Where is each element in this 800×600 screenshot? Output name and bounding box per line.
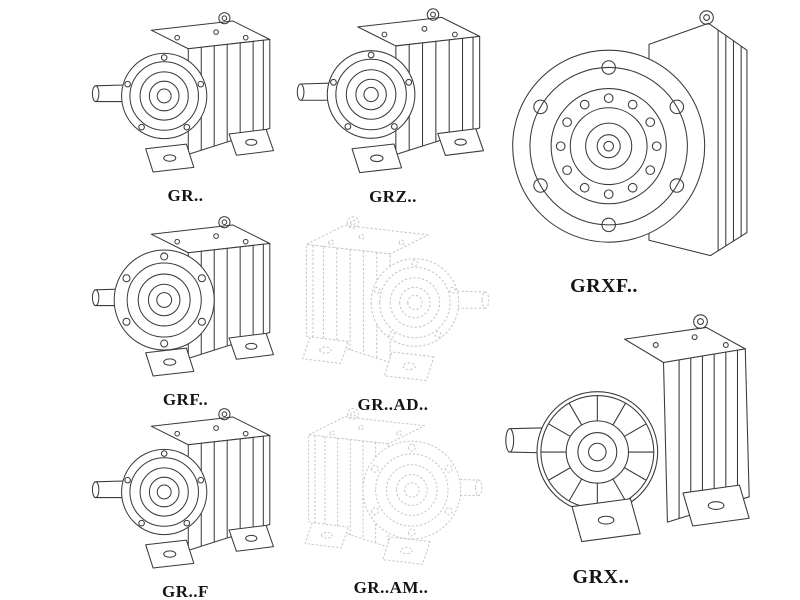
grad-gearbox-drawing — [293, 212, 493, 393]
grf-foot-gearbox-drawing — [88, 404, 283, 580]
grxf-gearbox-drawing — [512, 10, 748, 257]
figure-gr: GR.. — [88, 8, 283, 206]
figure-grz: GRZ.. — [293, 4, 493, 207]
grz-gearbox-drawing — [293, 4, 493, 185]
figure-label-grff: GR..F — [162, 582, 209, 600]
gram-gearbox-drawing — [296, 404, 486, 576]
figure-label-gr: GR.. — [167, 186, 204, 205]
figure-label-gram: GR..AM.. — [353, 578, 429, 597]
figure-label-grz: GRZ.. — [369, 187, 417, 206]
grf-gearbox-drawing — [88, 212, 283, 388]
figure-label-grxf: GRXF.. — [570, 275, 638, 297]
grx-gearbox-drawing — [505, 314, 750, 543]
figure-grf: GRF.. — [88, 212, 283, 410]
figure-label-grf: GRF.. — [162, 390, 209, 409]
figure-gram: GR..AM.. — [296, 404, 486, 598]
gr-gearbox-drawing — [88, 8, 283, 184]
figure-grx: GRX.. — [500, 306, 792, 589]
figure-grff: GR..F — [88, 404, 283, 600]
figure-label-grx: GRX.. — [572, 566, 630, 588]
figure-grad: GR..AD.. — [293, 212, 493, 415]
figure-label-grad: GR..AD.. — [357, 395, 429, 414]
figure-grxf: GRXF.. — [505, 4, 793, 298]
